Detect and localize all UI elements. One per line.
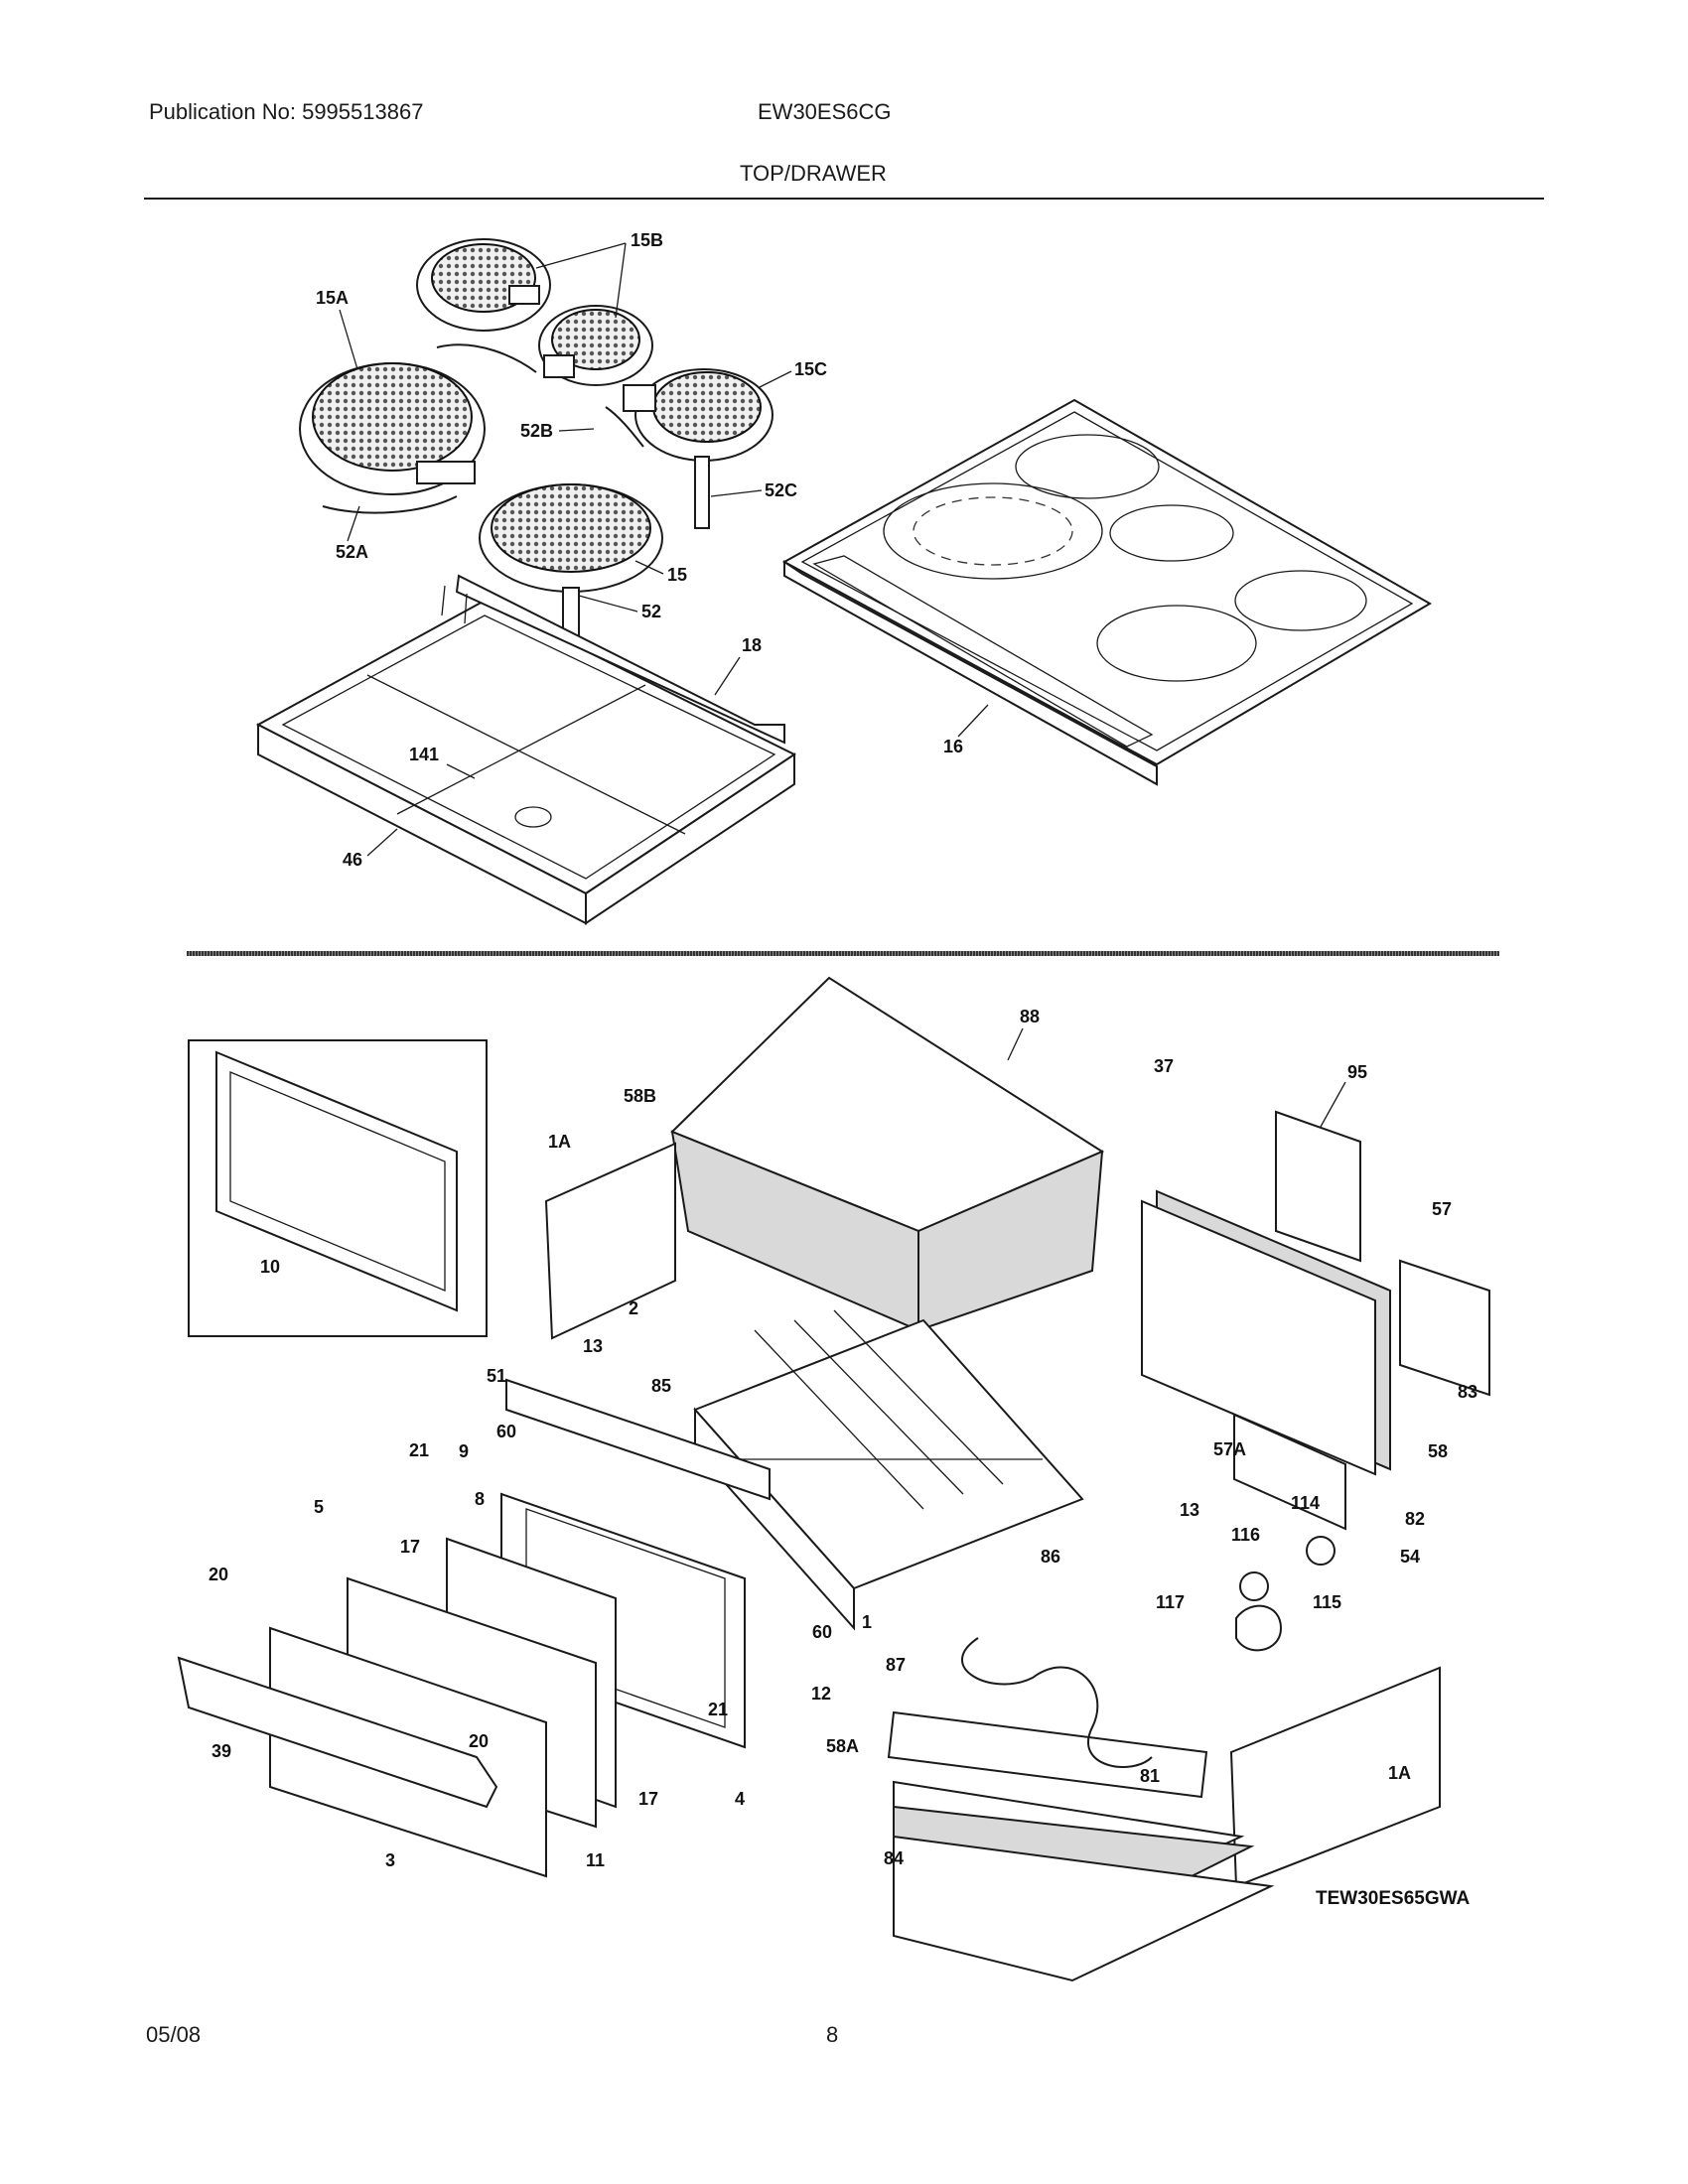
door-glass-inset	[188, 1039, 488, 1337]
callout: 85	[651, 1376, 671, 1396]
drawer-rear-panels	[1141, 1110, 1490, 1531]
header-rule	[144, 198, 1544, 200]
callout: 82	[1405, 1509, 1425, 1529]
callout: 1	[862, 1612, 872, 1632]
top-labels: 15B 15A 15C 52B 52C 52A 15 52 18 16 141 …	[316, 230, 989, 870]
callout: 51	[487, 1366, 506, 1386]
drawer-side-left	[544, 1142, 676, 1340]
callout: 52C	[765, 480, 797, 500]
callout: 10	[260, 1257, 280, 1277]
callout: 12	[811, 1684, 831, 1704]
element-15a	[299, 362, 486, 495]
callout: 15C	[794, 359, 827, 379]
callout: 15	[667, 565, 687, 585]
callout: 60	[812, 1622, 832, 1642]
callout: 21	[708, 1700, 728, 1719]
footer-date: 05/08	[146, 2022, 202, 2047]
drawer-top-cover	[670, 976, 1105, 1332]
drawer-bottom	[887, 1536, 1336, 1982]
drawer-side-right	[1229, 1666, 1441, 1888]
callout: 83	[1458, 1382, 1477, 1402]
callout: 57A	[1213, 1439, 1246, 1459]
callout: 13	[1180, 1500, 1199, 1520]
element-15b-lower	[538, 305, 653, 386]
callout: 15A	[316, 288, 349, 308]
callout: 1A	[548, 1132, 571, 1152]
callout: 88	[1020, 1007, 1040, 1026]
callout: 116	[1231, 1525, 1260, 1545]
section-title: TOP/DRAWER	[740, 161, 887, 186]
callout: 54	[1400, 1547, 1420, 1567]
callout: 17	[400, 1537, 420, 1557]
callout: 16	[943, 737, 963, 756]
callout: 21	[409, 1440, 429, 1460]
footer-page: 8	[826, 2022, 839, 2047]
model-number: EW30ES6CG	[758, 99, 892, 124]
callout: 84	[884, 1848, 904, 1868]
callout: 4	[735, 1789, 745, 1809]
callout: 86	[1041, 1547, 1060, 1567]
section-separator	[187, 951, 1499, 956]
element-15	[479, 483, 663, 648]
drawer-door-assembly	[177, 1378, 771, 1878]
callout: 87	[886, 1655, 906, 1675]
callout: 11	[586, 1850, 605, 1870]
callout: 57	[1432, 1199, 1452, 1219]
callout: 52B	[520, 421, 553, 441]
callout: 20	[469, 1731, 489, 1751]
element-15b-upper	[416, 238, 551, 332]
callout: 81	[1140, 1766, 1160, 1786]
element-15c	[623, 368, 774, 529]
drawer-labels: 88 37 95 58B 1A 57 10 2 13 85 83 51 60 5…	[209, 1007, 1477, 1909]
callout: 20	[209, 1565, 228, 1584]
callout: 8	[475, 1489, 485, 1509]
callout: 114	[1291, 1493, 1320, 1513]
callout: 117	[1156, 1592, 1185, 1612]
callout: 52	[641, 602, 661, 621]
callout: 141	[409, 745, 439, 764]
diagram-code: TEW30ES65GWA	[1316, 1888, 1470, 1909]
callout: 52A	[336, 542, 368, 562]
publication-number: Publication No: 5995513867	[149, 99, 424, 124]
callout: 95	[1347, 1062, 1367, 1082]
callout: 9	[459, 1441, 469, 1461]
callout: 115	[1313, 1592, 1341, 1612]
callout: 13	[583, 1336, 603, 1356]
callout: 3	[385, 1850, 395, 1870]
callout: 58B	[624, 1086, 656, 1106]
callout: 39	[211, 1741, 231, 1761]
callout: 15B	[631, 230, 663, 250]
radiant-elements-group	[299, 238, 774, 648]
callout: 58A	[826, 1736, 859, 1756]
cooktop-glass	[781, 398, 1432, 786]
callout: 37	[1154, 1056, 1174, 1076]
callout: 2	[629, 1298, 638, 1318]
callout: 1A	[1388, 1763, 1411, 1783]
callout: 58	[1428, 1441, 1448, 1461]
callout: 46	[343, 850, 362, 870]
burner-box	[255, 574, 796, 925]
callout: 60	[496, 1422, 516, 1441]
callout: 17	[638, 1789, 658, 1809]
callout: 18	[742, 635, 762, 655]
callout: 5	[314, 1497, 324, 1517]
